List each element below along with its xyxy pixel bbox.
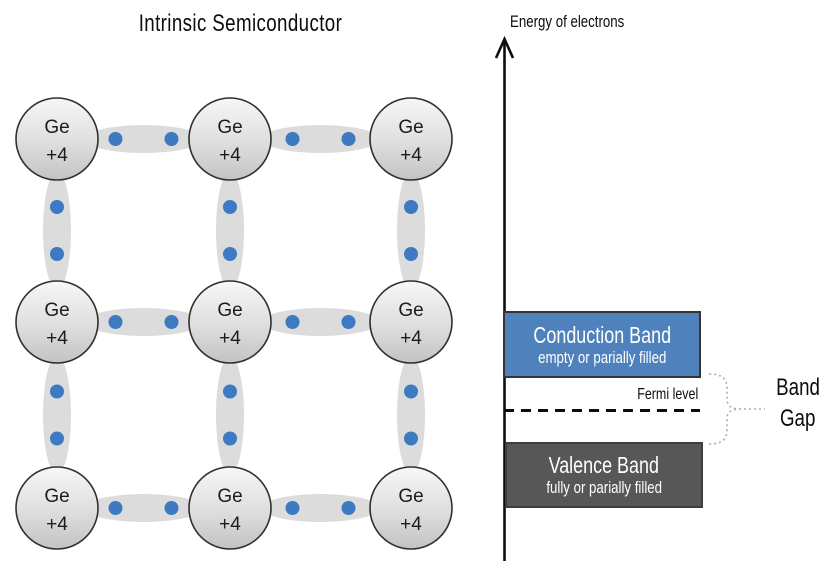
electron-dot	[164, 132, 179, 146]
electron-dot	[285, 315, 300, 329]
atom-charge-label: +4	[400, 145, 422, 166]
electron-dot	[50, 200, 64, 214]
covalent-bond-horizontal	[84, 125, 203, 153]
ge-atom-circle	[188, 280, 272, 364]
covalent-bond-horizontal	[261, 125, 380, 153]
electron-dot	[108, 132, 123, 146]
atom-symbol-label: Ge	[217, 117, 242, 138]
fermi-level-dashed-line	[504, 409, 700, 412]
electron-dot	[404, 431, 418, 446]
conduction-band-box: Conduction Band empty or parially filled	[503, 311, 701, 378]
atom-symbol-label: Ge	[217, 486, 242, 507]
atom-symbol-label: Ge	[44, 300, 69, 321]
energy-axis-arrow	[494, 35, 515, 561]
ge-atom-circle	[369, 280, 453, 364]
electron-dot	[223, 431, 237, 446]
ge-atom-circle	[369, 466, 453, 550]
energy-axis-label-text: Energy of electrons	[510, 12, 625, 31]
electron-dot	[108, 315, 123, 329]
electron-dot	[341, 501, 356, 515]
electron-dot	[164, 315, 179, 329]
electron-dot	[164, 501, 179, 515]
atom-charge-label: +4	[219, 145, 241, 166]
atom-symbol-label: Ge	[398, 300, 423, 321]
covalent-bond-vertical	[216, 356, 244, 474]
covalent-bond-vertical	[216, 171, 244, 290]
ge-atom-circle	[188, 466, 272, 550]
electron-dot	[404, 200, 418, 214]
brace-path	[708, 373, 765, 445]
electron-dot	[50, 431, 64, 446]
band-gap-brace-icon	[708, 373, 765, 445]
ge-atom-circle	[188, 97, 272, 181]
atom-symbol-label: Ge	[44, 486, 69, 507]
atom-symbol-label: Ge	[398, 486, 423, 507]
atom-symbol-label: Ge	[398, 117, 423, 138]
covalent-bond-horizontal	[261, 308, 380, 336]
ge-lattice: Ge+4Ge+4Ge+4Ge+4Ge+4Ge+4Ge+4Ge+4Ge+4	[15, 97, 453, 550]
covalent-bond-vertical	[43, 356, 71, 474]
electron-dot	[285, 132, 300, 146]
electron-dot	[285, 501, 300, 515]
electron-dot	[223, 384, 237, 399]
electron-dot	[223, 247, 237, 261]
atom-charge-label: +4	[400, 328, 422, 349]
electron-dot	[341, 315, 356, 329]
electron-dot	[223, 200, 237, 214]
electron-dot	[341, 132, 356, 146]
covalent-bond-vertical	[397, 356, 425, 474]
atom-charge-label: +4	[219, 328, 241, 349]
covalent-bond-vertical	[43, 171, 71, 290]
electron-dot	[108, 501, 123, 515]
conduction-band-title: Conduction Band	[533, 321, 671, 348]
covalent-bond-horizontal	[84, 494, 203, 522]
valence-band-subtitle: fully or parially filled	[546, 478, 662, 497]
valence-band-box: Valence Band fully or parially filled	[505, 442, 703, 508]
covalent-bond-horizontal	[84, 308, 203, 336]
valence-band-title: Valence Band	[548, 452, 660, 478]
atom-charge-label: +4	[46, 514, 68, 535]
electron-dot	[404, 247, 418, 261]
page-title-text: Intrinsic Semiconductor	[138, 10, 342, 37]
electron-dot	[50, 384, 64, 399]
ge-atom-circle	[15, 466, 99, 550]
electron-dot	[404, 384, 418, 399]
ge-atom-circle	[369, 97, 453, 181]
fermi-level-label: Fermi level	[636, 386, 698, 403]
atom-charge-label: +4	[46, 145, 68, 166]
ge-atom-circle	[15, 280, 99, 364]
energy-axis-label: Energy of electrons	[510, 12, 656, 32]
atom-charge-label: +4	[46, 328, 68, 349]
conduction-band-subtitle: empty or parially filled	[537, 347, 667, 367]
atom-symbol-label: Ge	[217, 300, 242, 321]
page-title: Intrinsic Semiconductor	[55, 10, 425, 38]
electron-dot	[50, 247, 64, 261]
atom-charge-label: +4	[219, 514, 241, 535]
covalent-bond-vertical	[397, 171, 425, 290]
arrowhead-icon	[494, 35, 515, 59]
atom-charge-label: +4	[400, 514, 422, 535]
covalent-bond-horizontal	[261, 494, 380, 522]
band-gap-label: Band Gap	[776, 374, 820, 432]
ge-atom-circle	[15, 97, 99, 181]
atom-symbol-label: Ge	[44, 117, 69, 138]
